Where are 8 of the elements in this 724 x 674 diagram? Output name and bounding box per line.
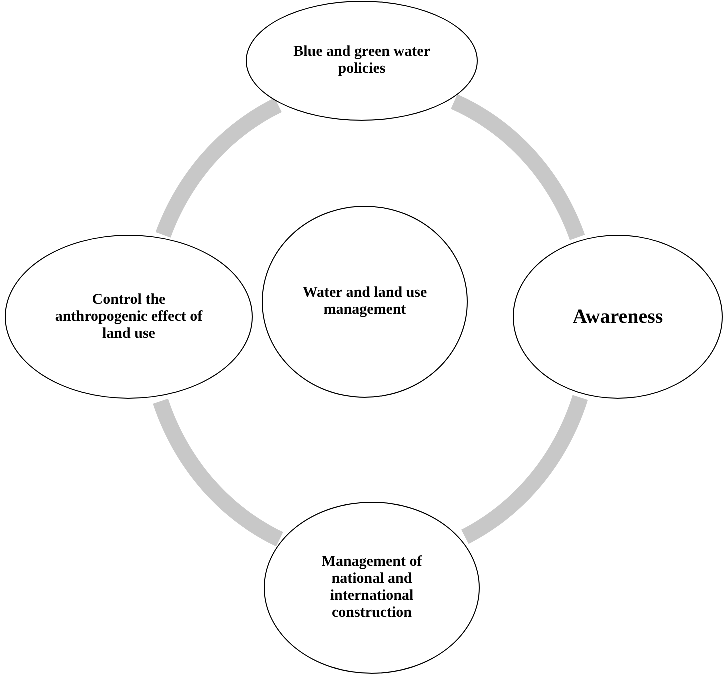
node-label: Awareness xyxy=(572,306,664,328)
node-label: Management of national and international construction xyxy=(320,554,424,622)
node-label: Blue and green water policies xyxy=(292,44,432,78)
node-label: Control the anthropogenic effect of land use xyxy=(54,292,204,342)
connector-arc xyxy=(156,98,284,240)
connector-arc xyxy=(153,396,286,547)
node-label: Water and land use management xyxy=(302,285,428,319)
connector-arc xyxy=(460,392,588,544)
